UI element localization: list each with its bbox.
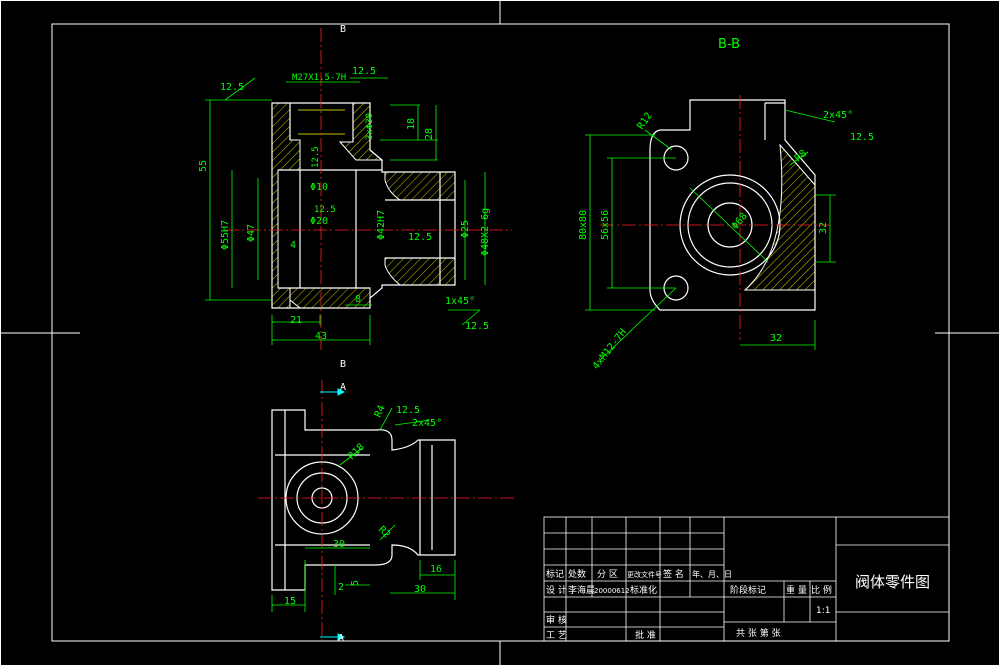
- label-32-vertical: 32: [818, 222, 829, 234]
- label-bottom-30b: 30: [414, 584, 426, 595]
- label-len-21: 21: [290, 315, 302, 326]
- label-depth-28: 28: [424, 128, 435, 140]
- label-roughness-bore: 12.5: [408, 232, 432, 243]
- section-title: B-B: [718, 37, 740, 52]
- tb-process: 工 艺: [546, 630, 567, 641]
- tb-stage-mark: 阶段标记: [730, 584, 766, 596]
- hatch-region-right-lower: [384, 257, 456, 286]
- label-dia-20: Φ20: [310, 216, 328, 227]
- label-dia-55h: Φ55H7: [220, 220, 231, 250]
- front-section-view: [205, 28, 512, 352]
- tb-scale-value: 1:1: [816, 606, 830, 616]
- tb-label-date: 年、月、日: [692, 569, 732, 579]
- bottom-view: [258, 380, 515, 641]
- tb-design: 设 计: [546, 584, 567, 596]
- label-len-43: 43: [315, 331, 327, 342]
- label-dia-10: Φ10: [310, 182, 328, 193]
- label-bottom-30: 30: [333, 539, 345, 550]
- label-sq80: 80x80: [578, 210, 589, 240]
- label-depth-18: 18: [406, 118, 417, 130]
- arrow-a-top-label: A: [340, 382, 346, 393]
- label-roughness-bottom: 12.5: [465, 321, 489, 332]
- label-32-horizontal: 32: [770, 333, 782, 344]
- label-roughness-top: 12.5: [352, 66, 376, 77]
- bottom-body-outline: [271, 409, 456, 591]
- tb-sheets: 共 张 第 张: [736, 627, 781, 639]
- section-bore-inner: [707, 202, 753, 248]
- arrow-a-bottom-label: A: [338, 633, 344, 644]
- label-section-chamfer: 2x45°: [823, 110, 853, 121]
- label-section-roughness: 12.5: [850, 132, 874, 143]
- tb-label-sign: 签 名: [663, 568, 684, 580]
- tb-weight: 重 量: [786, 584, 807, 596]
- tb-label-count: 处数: [568, 568, 586, 580]
- label-len-8: 8: [355, 294, 361, 305]
- label-bottom-roughness: 12.5: [396, 405, 420, 416]
- label-dia-47: Φ47: [246, 224, 257, 242]
- tb-designer: 李海晨: [568, 584, 595, 596]
- label-thread-48: Φ48X2-6g: [480, 208, 491, 256]
- label-hole-30: 3xΦ30: [365, 113, 375, 140]
- tb-drawing-name: 阀体零件图: [855, 573, 930, 591]
- label-r12: R12: [635, 111, 654, 132]
- hatch-region-right-upper: [384, 171, 456, 201]
- body-outline: [271, 102, 456, 309]
- label-bottom-2: 2: [338, 582, 344, 593]
- hatch-region-left: [271, 102, 301, 309]
- label-dia-25: Φ25: [460, 220, 471, 238]
- label-bottom-r2: R2: [376, 524, 392, 540]
- section-bb-view: B-B: [585, 37, 836, 361]
- title-block: [543, 516, 950, 642]
- label-dia-42h: Φ42H7: [376, 210, 387, 240]
- section-marker-top: B: [340, 24, 346, 35]
- tb-review: 审 核: [546, 614, 567, 626]
- label-bottom-16: 16: [430, 564, 442, 575]
- label-bottom-r4: R4: [373, 404, 388, 420]
- section-marker-bottom: B: [340, 359, 346, 370]
- label-height-55: 55: [198, 160, 209, 172]
- label-bottom-chamfer: 2x45°: [412, 418, 442, 429]
- label-roughness-left: 12.5: [220, 82, 244, 93]
- tb-label-mark: 标记: [546, 568, 564, 580]
- tb-label-zone: 分 区: [597, 569, 618, 580]
- hatch-region-top: [338, 102, 384, 161]
- label-roughness-mid: 12.5: [314, 205, 336, 215]
- label-roughness-side: 12.5: [311, 146, 321, 168]
- label-chamfer: 1x45°: [445, 296, 475, 307]
- label-thread-top: M27X1.5-7H: [292, 73, 346, 83]
- tb-label-change: 更改文件号: [627, 570, 662, 579]
- label-bottom-r18: R18: [346, 442, 367, 463]
- label-bottom-5: 5: [350, 580, 361, 586]
- tb-scale: 比 例: [811, 584, 832, 596]
- label-m12-thread: 4xM12-7H: [591, 327, 629, 372]
- inner-border: [51, 23, 950, 642]
- label-len-4: 4: [290, 240, 296, 251]
- label-sq56: 56x56: [600, 210, 611, 240]
- tb-std: 标准化: [630, 584, 657, 596]
- tb-approve: 批 准: [635, 629, 656, 641]
- label-bottom-15: 15: [284, 596, 296, 607]
- tb-date: 20000612: [594, 587, 630, 595]
